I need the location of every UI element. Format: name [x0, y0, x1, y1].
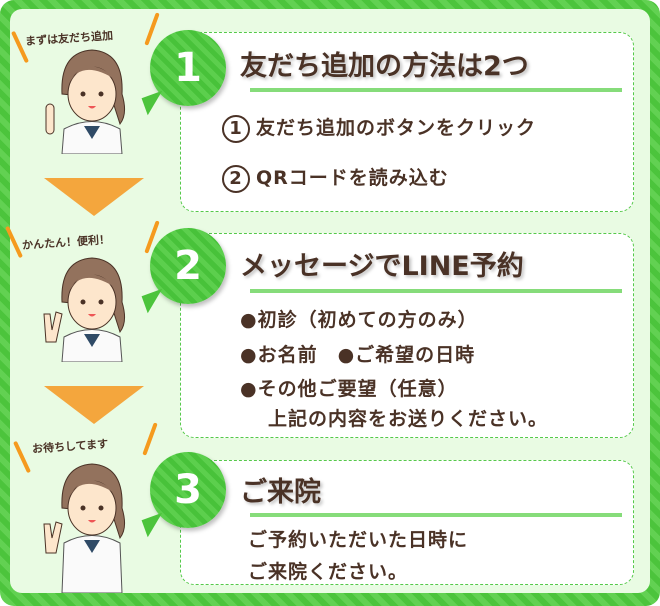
step-2-line: ●その他ご要望（任意） — [240, 378, 458, 400]
step-2-panel — [180, 233, 634, 438]
step-2-title: メッセージでLINE予約 — [240, 251, 524, 282]
step-3-line: ご予約いただいた日時に — [248, 529, 469, 551]
step-3-number-bubble: 3 — [150, 452, 226, 528]
step-2-line: ●初診（初めての方のみ） — [240, 309, 478, 331]
step-1-title: 友だち追加の方法は2つ — [240, 51, 529, 82]
step-2-number-bubble: 2 — [150, 228, 226, 304]
title-underline — [250, 513, 622, 517]
circled-number: 2 — [222, 165, 250, 193]
step-1-option-1: 1 友だち追加のボタンをクリック — [222, 113, 536, 143]
down-arrow — [44, 386, 144, 424]
nurse-pointing-illustration — [45, 49, 126, 154]
step-1-panel — [180, 32, 634, 212]
step-1-option-2: 2 QRコードを読み込む — [222, 163, 449, 193]
title-underline — [250, 289, 622, 293]
option-text: QRコードを読み込む — [256, 167, 449, 189]
step-3-title: ご来院 — [240, 477, 321, 508]
title-underline — [250, 88, 622, 92]
option-text: 友だち追加のボタンをクリック — [256, 117, 537, 139]
step-3-panel — [180, 460, 634, 585]
step-2-line: 上記の内容をお送りください。 — [268, 408, 549, 430]
down-arrow — [44, 178, 144, 216]
nurse-peace-sign-illustration — [43, 257, 126, 362]
step-3-line: ご来院ください。 — [248, 561, 409, 583]
step-2-line: ●お名前 ●ご希望の日時 — [240, 344, 476, 366]
step-1-number-bubble: 1 — [150, 30, 226, 106]
circled-number: 1 — [222, 115, 250, 143]
nurse-waving-illustration — [43, 463, 126, 593]
